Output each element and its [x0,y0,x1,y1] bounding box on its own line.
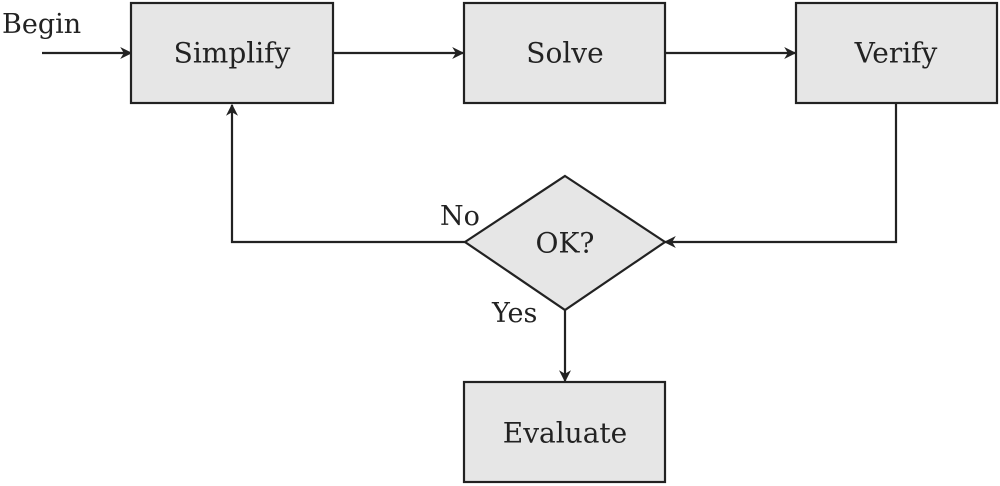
node-simplify-label: Simplify [174,37,291,70]
node-solve-box [462,1,667,105]
node-decision-diamond [463,174,667,312]
node-decision-label: OK? [536,227,595,260]
node-evaluate-label: Evaluate [503,417,627,450]
edge-decision-no-to-simplify [226,103,465,244]
edge-no-label: No [440,201,480,232]
begin-label: Begin [2,9,81,40]
node-solve-label: Solve [526,37,603,70]
edge-verify-to-decision [663,104,898,248]
node-verify-label: Verify [854,37,938,70]
node-simplify-box [129,1,335,105]
edge-yes-label: Yes [491,298,537,329]
node-verify-box [794,1,999,105]
node-evaluate-box [462,380,667,484]
